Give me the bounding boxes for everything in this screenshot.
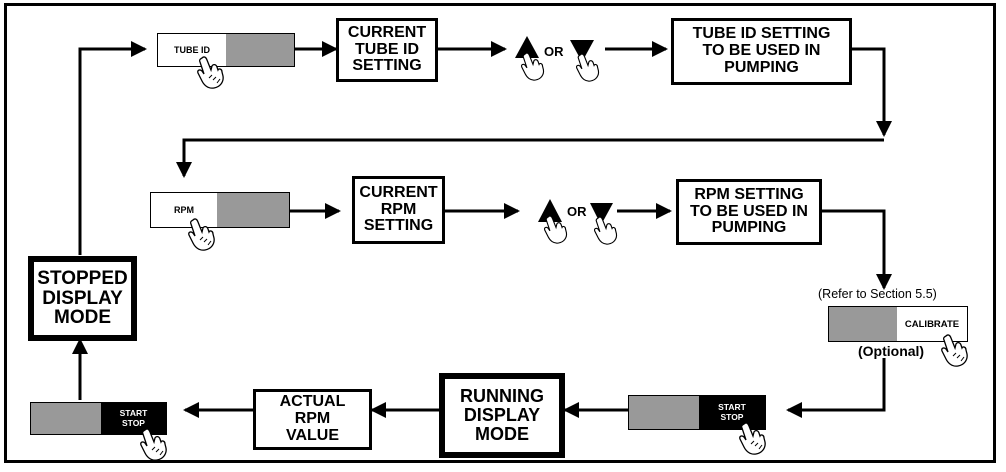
pointing-hand-icon (197, 56, 224, 89)
pointing-hand-icon (594, 216, 618, 245)
or-label: OR (567, 204, 587, 219)
refer-section-label: (Refer to Section 5.5) (818, 287, 937, 301)
arrow-row1-down (852, 47, 892, 137)
arrow-stopped-to-tubeid (78, 41, 147, 255)
tube-id-key[interactable]: TUBE ID (157, 33, 295, 67)
start-stop-label: START STOP (101, 403, 166, 434)
calibrate-key-label: CALIBRATE (897, 307, 967, 341)
tube-id-key-label: TUBE ID (158, 34, 226, 66)
start-stop-label: START STOP (699, 396, 765, 429)
or-label: OR (544, 44, 564, 59)
rpm-key[interactable]: RPM (150, 192, 290, 228)
arrow-calibrate-to-startstop (786, 358, 886, 418)
pointing-hand-icon (739, 422, 766, 455)
up-arrow-key-icon (538, 199, 562, 222)
stopped-display-mode-box: STOPPED DISPLAY MODE (28, 256, 137, 341)
rpm-setting-box: RPM SETTING TO BE USED IN PUMPING (676, 179, 822, 245)
pointing-hand-icon (188, 218, 215, 251)
up-arrow-key-icon (515, 36, 539, 58)
down-arrow-key-icon (590, 203, 613, 225)
pointing-hand-icon (140, 428, 167, 461)
diagram-frame (4, 3, 996, 463)
optional-label: (Optional) (858, 343, 925, 359)
current-rpm-box: CURRENT RPM SETTING (352, 176, 445, 244)
start-stop-key-left[interactable]: START STOP (30, 402, 167, 435)
current-tube-id-box: CURRENT TUBE ID SETTING (336, 18, 438, 82)
arrow-return-to-rpm (176, 138, 884, 178)
down-arrow-key-icon (570, 40, 594, 62)
arrow-rpm-setting-down (822, 209, 892, 290)
start-stop-key-right[interactable]: START STOP (628, 395, 766, 430)
calibrate-key[interactable]: CALIBRATE (828, 306, 968, 342)
pointing-hand-icon (576, 53, 600, 82)
pointing-hand-icon (941, 334, 968, 367)
running-display-mode-box: RUNNING DISPLAY MODE (439, 373, 565, 458)
rpm-key-label: RPM (151, 193, 217, 227)
tube-id-setting-box: TUBE ID SETTING TO BE USED IN PUMPING (671, 18, 852, 85)
pointing-hand-icon (521, 52, 545, 81)
pointing-hand-icon (544, 215, 568, 244)
actual-rpm-value-box: ACTUAL RPM VALUE (253, 389, 372, 450)
